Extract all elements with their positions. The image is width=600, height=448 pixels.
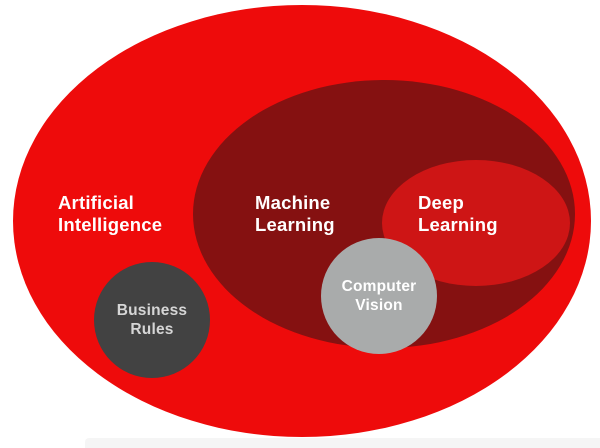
business-rules-label-line1: Business	[116, 302, 188, 319]
computer-vision-label: Computer Vision	[342, 277, 417, 315]
deep-learning-label-line2: Learning	[418, 214, 498, 235]
artificial-intelligence-label: Artificial Intelligence	[58, 192, 162, 236]
machine-learning-label-line2: Learning	[255, 214, 335, 235]
machine-learning-label-line1: Machine	[255, 192, 331, 213]
set-business-rules-circle: Business Rules	[94, 262, 210, 378]
deep-learning-label-line1: Deep	[418, 192, 465, 213]
machine-learning-label: Machine Learning	[255, 192, 335, 236]
page-edge-strip	[85, 438, 600, 448]
set-computer-vision-circle: Computer Vision	[321, 238, 437, 354]
computer-vision-label-line2: Vision	[355, 297, 403, 314]
deep-learning-label: Deep Learning	[418, 192, 498, 236]
business-rules-label-line2: Rules	[130, 321, 174, 338]
business-rules-label: Business Rules	[117, 301, 188, 339]
artificial-intelligence-label-line1: Artificial	[58, 192, 135, 213]
artificial-intelligence-label-line2: Intelligence	[58, 214, 163, 235]
computer-vision-label-line1: Computer	[341, 278, 417, 295]
